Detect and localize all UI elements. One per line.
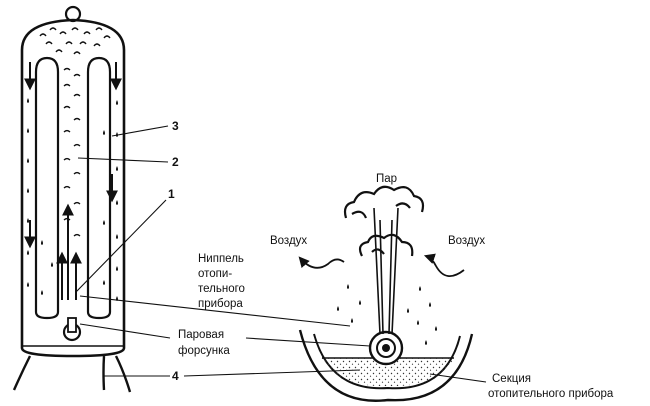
steam-jet (373, 207, 399, 335)
right-inner-channel (86, 56, 112, 320)
label-4: 4 (172, 369, 179, 383)
steam-curls-top (39, 27, 111, 55)
label-air-left: Воздух (270, 235, 307, 247)
droplets-right (116, 100, 118, 301)
label-3: 3 (172, 119, 179, 133)
label-1: 1 (168, 187, 175, 201)
section-bowl-outer (298, 329, 474, 402)
label-nipple-3: тельного (198, 283, 245, 295)
label-steam: Пар (376, 173, 397, 185)
nozzle-pipe (67, 317, 77, 333)
nozzle-detail (298, 185, 474, 402)
droplets-channels (41, 130, 105, 295)
label-nipple-2: отопи- (198, 268, 232, 280)
label-nozzle-2: форсунка (178, 345, 230, 357)
label-2: 2 (172, 155, 179, 169)
bowl-water (320, 358, 454, 387)
steam-plume-lower (358, 233, 414, 257)
nozzle-core (382, 344, 390, 352)
radiator-outer-body (20, 18, 126, 358)
falling-droplets (337, 284, 437, 345)
nozzle-inner (376, 338, 396, 358)
steam-curls-column (63, 67, 81, 237)
leader-lines-left (75, 125, 361, 377)
right-foot (114, 355, 132, 393)
steam-plume-top (343, 185, 425, 219)
label-nipple-4: прибора (198, 298, 243, 310)
label-nozzle-1: Паровая (178, 329, 224, 341)
label-air-right: Воздух (448, 235, 485, 247)
left-inner-channel (34, 56, 60, 320)
flow-arrows (24, 62, 122, 300)
air-arrow-right (423, 253, 465, 277)
middle-foot (102, 355, 106, 391)
left-foot (12, 355, 32, 391)
label-nipple-1: Ниппель (198, 253, 244, 265)
droplets-left (27, 98, 29, 287)
leader-lines-right (245, 337, 487, 383)
air-arrow-left (298, 256, 345, 269)
radiator-section (12, 5, 132, 393)
label-section-2: отопительного прибора (488, 388, 614, 400)
label-section-1: Секция (492, 373, 531, 385)
